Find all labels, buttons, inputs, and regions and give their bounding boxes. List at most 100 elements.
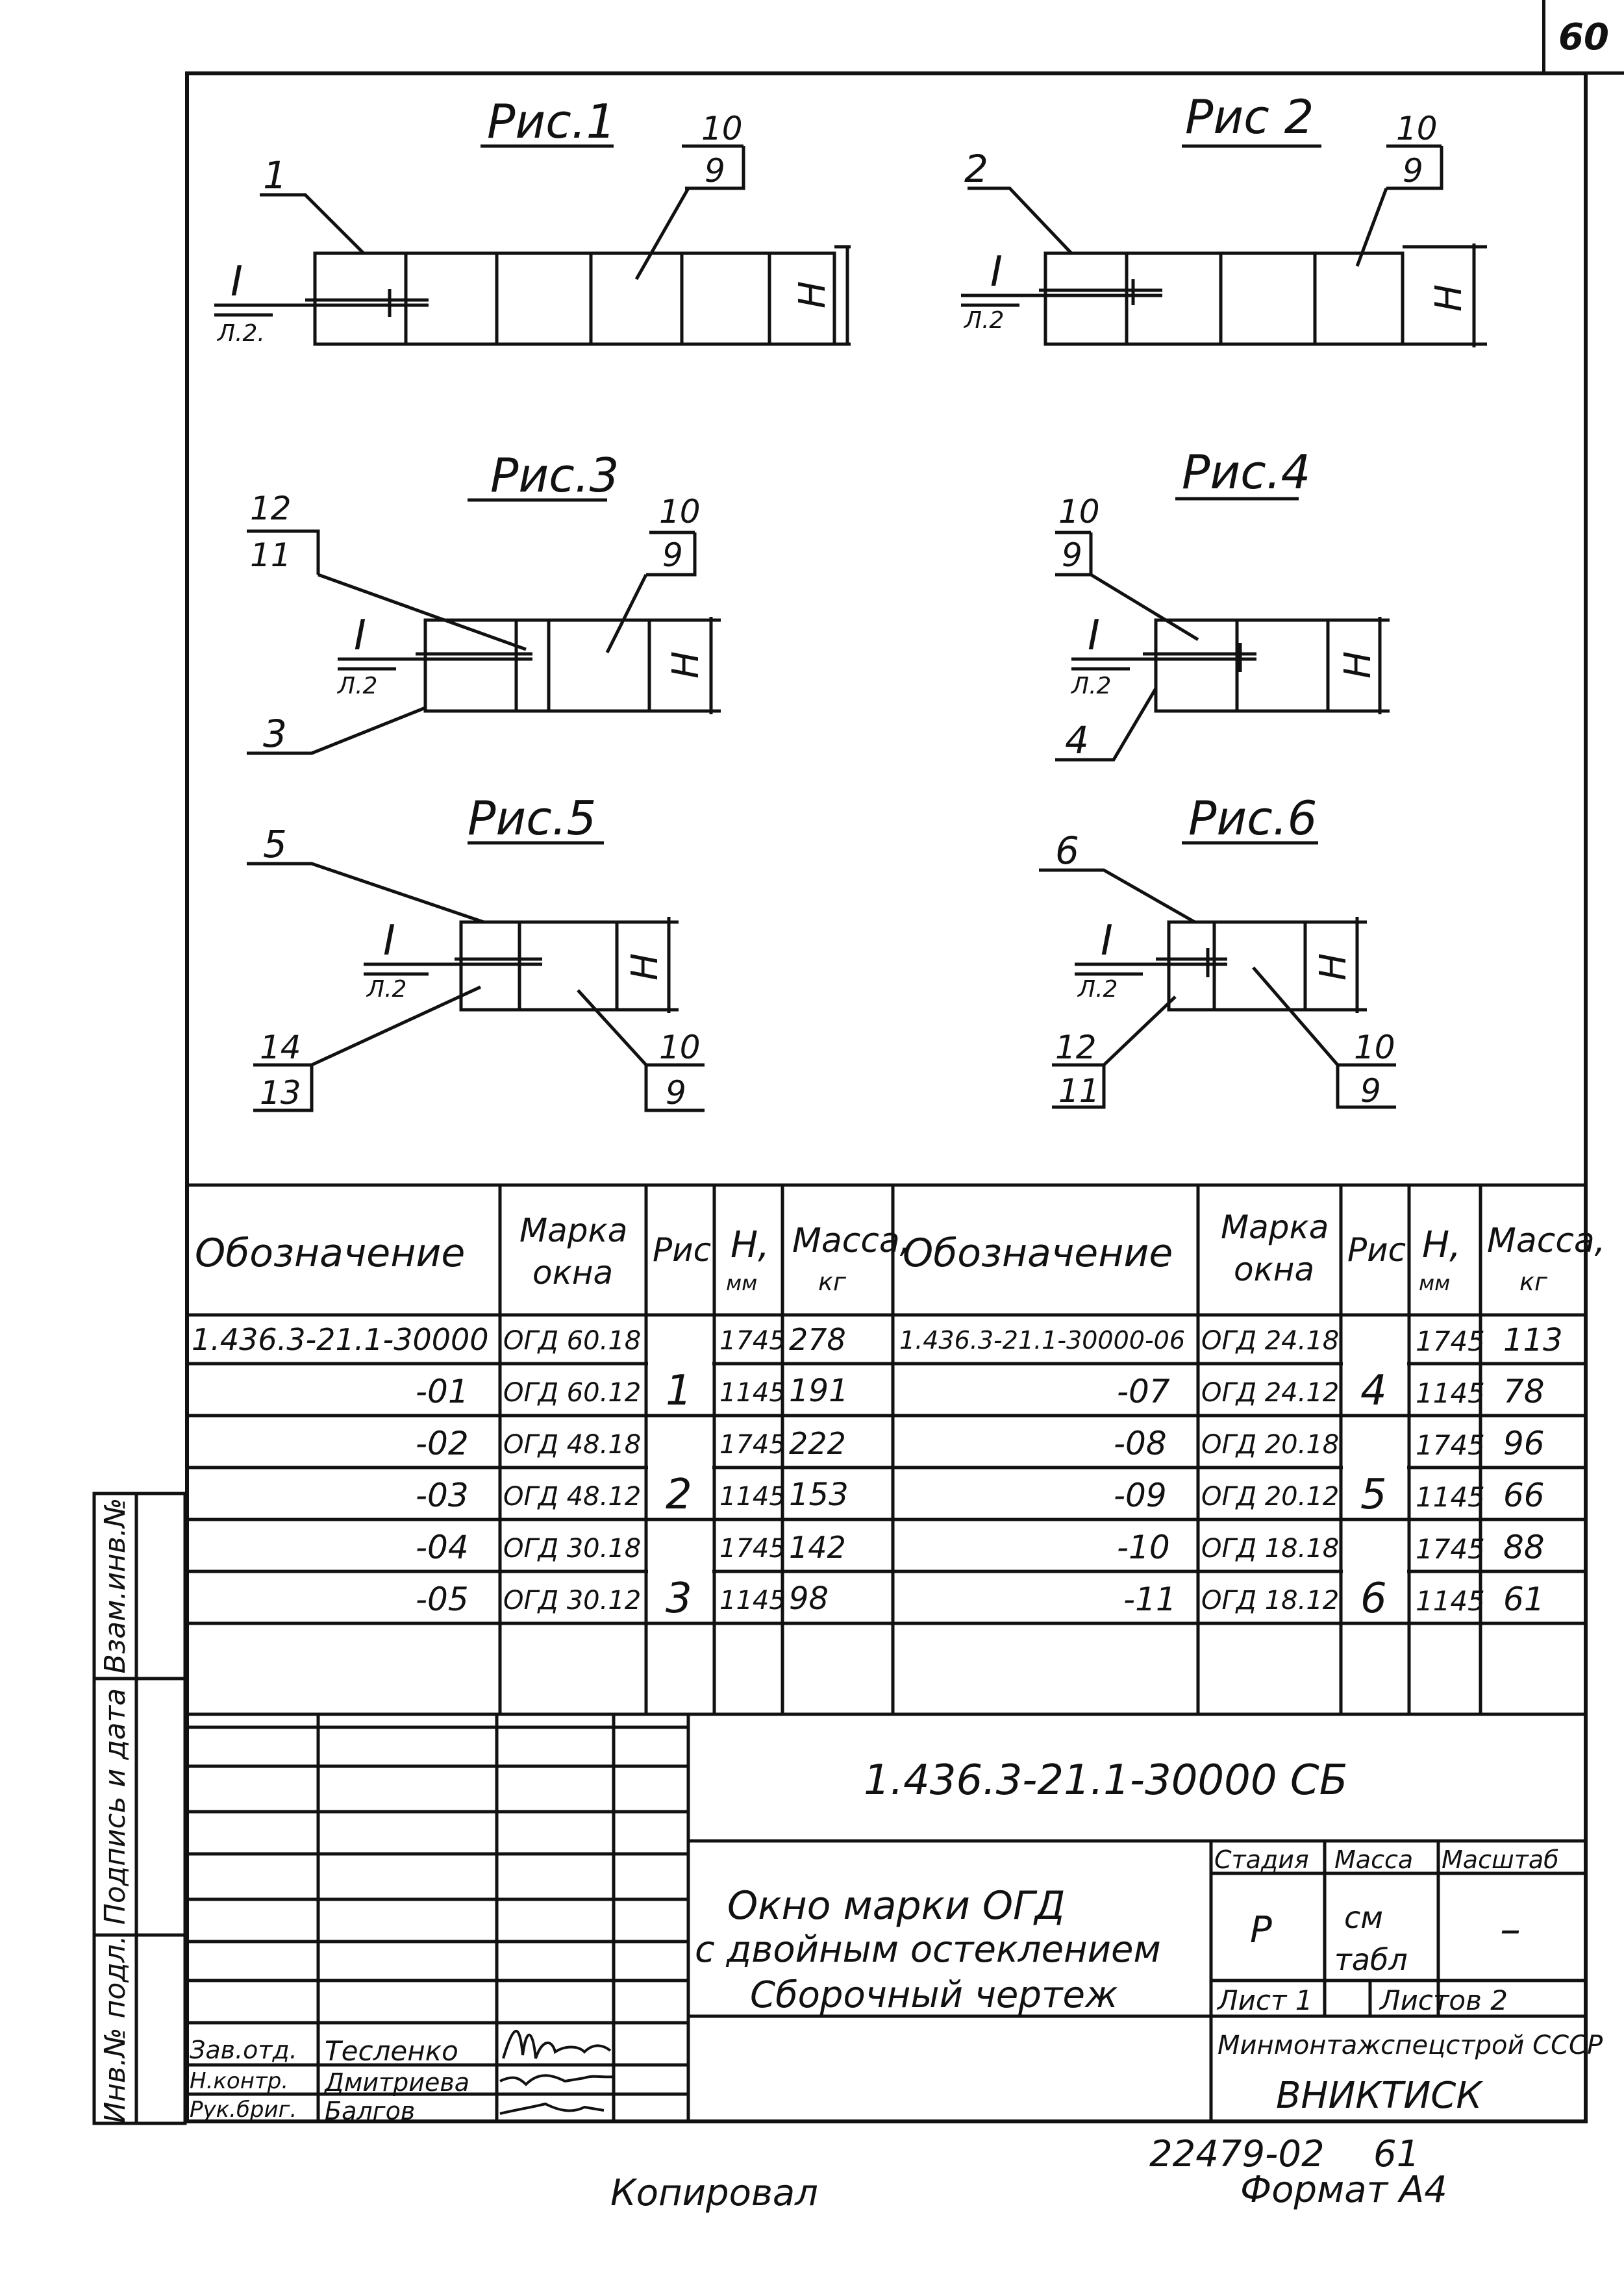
th-designation-right: Обозначение [903, 1231, 1173, 1276]
row-left-5-mark: ОГД 30.12 [503, 1586, 642, 1616]
fig2-frac-bottom: 9 [1403, 152, 1423, 190]
fig6-dim: H [1312, 953, 1355, 981]
fig1-callout-top: 1 [263, 153, 287, 197]
fig2-callout-top: 2 [964, 147, 988, 191]
th-mass-right-2: кг [1519, 1268, 1547, 1296]
row-left-3-mark: ОГД 48.12 [503, 1482, 642, 1512]
fig1-section-sheet: Л.2. [216, 320, 265, 347]
fig2-section-label: I [990, 248, 1003, 296]
th-designation-left: Обозначение [195, 1231, 466, 1276]
fig5-frac2-top: 14 [260, 1029, 301, 1066]
row-right-4-designation: -10 [1117, 1529, 1170, 1566]
fig1-section-label: I [231, 258, 243, 306]
fig2-dim: H [1428, 284, 1470, 312]
fig3-frac2-top: 12 [250, 490, 292, 527]
row-left-1-designation: -01 [416, 1373, 469, 1410]
row-left-1-mass: 191 [789, 1373, 849, 1409]
scale-value: – [1500, 1906, 1521, 1954]
signer-1-role: Н.контр. [190, 2068, 289, 2094]
row-right-4-mass: 88 [1503, 1529, 1545, 1566]
th-mass-right-1: Масса, [1487, 1221, 1606, 1260]
doc-code: 1.436.3-21.1-30000 СБ [864, 1756, 1348, 1805]
footer-copied: Копировал [610, 2172, 818, 2214]
fig6-callout-top: 6 [1055, 829, 1079, 873]
stage-value: Р [1250, 1909, 1272, 1951]
th-mass-left-2: кг [818, 1268, 846, 1296]
row-left-4-mass: 142 [789, 1530, 846, 1565]
doc-title-line1: Окно марки ОГД [727, 1883, 1066, 1929]
fig6-frac-top: 10 [1354, 1029, 1395, 1066]
row-right-1-mark: ОГД 24.12 [1201, 1378, 1340, 1408]
fig3-title: Рис.3 [490, 448, 619, 503]
th-mark-right-2: окна [1234, 1251, 1315, 1288]
signer-2-role: Рук.бриг. [190, 2097, 297, 2123]
fig3-frac-bottom: 9 [662, 536, 683, 574]
row-left-3-designation: -03 [416, 1477, 469, 1514]
fig5-callout-top: 5 [263, 822, 287, 866]
row-left-4-mark: ОГД 30.18 [503, 1534, 642, 1564]
fig4-title: Рис.4 [1182, 445, 1311, 499]
fig1-dim: H [792, 281, 834, 308]
th-h-left-1: H, [731, 1224, 769, 1266]
fig2-section-sheet: Л.2 [963, 307, 1004, 334]
th-h-right-2: мм [1419, 1271, 1451, 1295]
row-left-5-h: 1145 [719, 1586, 786, 1616]
row-left-2-mark: ОГД 48.18 [503, 1430, 642, 1460]
fig-right-0: 4 [1360, 1367, 1387, 1415]
fig-left-1: 2 [666, 1471, 692, 1519]
fig3-section-label: I [354, 612, 366, 660]
row-right-2-mass: 96 [1503, 1425, 1545, 1462]
row-left-4-designation: -04 [416, 1529, 469, 1566]
fig4-callout-bottom: 4 [1065, 718, 1089, 762]
fig5-section-sheet: Л.2 [366, 976, 406, 1003]
fig5-section-label: I [383, 917, 395, 965]
org-line2: ВНИКТИСК [1276, 2075, 1482, 2117]
drawing-frame [185, 71, 1588, 2123]
fig-left-2: 3 [666, 1575, 692, 1623]
signatures [499, 2030, 614, 2115]
th-h-right-1: H, [1422, 1224, 1461, 1266]
fig3-callout-bottom: 3 [263, 712, 287, 756]
row-right-0-mark: ОГД 24.18 [1201, 1326, 1340, 1356]
row-right-4-h: 1745 [1416, 1533, 1485, 1565]
fig3-frac-top: 10 [659, 493, 701, 531]
fig5-frac-top: 10 [659, 1029, 701, 1066]
row-left-5-designation: -05 [416, 1581, 469, 1618]
signature-3 [499, 2102, 605, 2115]
row-right-5-mass: 61 [1503, 1581, 1545, 1618]
row-left-0-h: 1745 [719, 1326, 786, 1356]
signer-1-name: Дмитриева [325, 2068, 470, 2097]
fig6-frac-bottom: 9 [1360, 1072, 1381, 1110]
fig5-frac2-bottom: 13 [260, 1074, 301, 1112]
row-right-3-designation: -09 [1114, 1477, 1167, 1514]
row-left-0-mark: ОГД 60.18 [503, 1326, 642, 1356]
row-left-2-designation: -02 [416, 1425, 469, 1462]
row-right-0-mass: 113 [1503, 1322, 1563, 1358]
fig5-title: Рис.5 [468, 791, 597, 845]
sheet-label: Лист 1 [1218, 1984, 1313, 2016]
scale-label: Масштаб [1442, 1845, 1559, 1874]
fig3-window [247, 498, 721, 755]
th-h-left-2: мм [726, 1271, 758, 1295]
footer-format: Формат А4 [1240, 2169, 1447, 2211]
th-mark-left-1: Марка [519, 1212, 628, 1249]
fig5-frac-bottom: 9 [666, 1074, 686, 1112]
fig4-frac-bottom: 9 [1062, 536, 1082, 574]
row-right-3-mass: 66 [1503, 1477, 1545, 1514]
fig-left-0: 1 [666, 1367, 692, 1415]
fig3-frac2-bottom: 11 [250, 536, 292, 574]
signature-2 [499, 2074, 614, 2086]
row-right-2-h: 1745 [1416, 1429, 1485, 1461]
th-fig-right: Рис [1347, 1231, 1406, 1269]
row-left-0-designation: 1.436.3-21.1-30000 [192, 1322, 489, 1357]
fig6-title: Рис.6 [1188, 791, 1318, 845]
fig2-window [961, 144, 1487, 347]
row-right-2-designation: -08 [1114, 1425, 1167, 1462]
row-left-2-h: 1745 [719, 1430, 786, 1460]
row-left-1-mark: ОГД 60.12 [503, 1378, 642, 1408]
fig6-section-sheet: Л.2 [1077, 976, 1118, 1003]
signer-2-name: Балгов [325, 2097, 416, 2125]
row-left-5-mass: 98 [789, 1581, 829, 1617]
org-line1: Минмонтажспецстрой СССР [1218, 2031, 1603, 2060]
fig6-window [1039, 841, 1396, 1109]
